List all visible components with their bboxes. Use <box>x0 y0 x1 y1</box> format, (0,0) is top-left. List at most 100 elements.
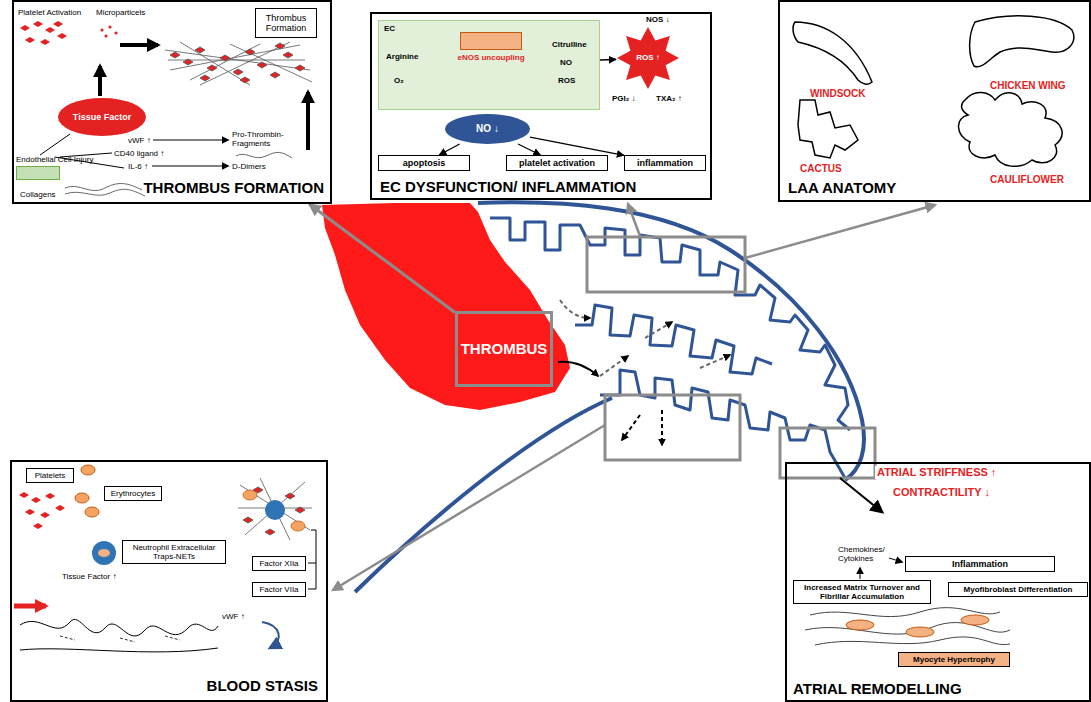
factor-box: Factor XIIa <box>252 556 306 571</box>
platelet-cluster <box>114 31 117 34</box>
label: Microparticels <box>96 8 145 17</box>
panel-title: BLOOD STASIS <box>207 677 318 694</box>
focus-box <box>605 395 740 460</box>
label: Collagens <box>20 190 56 199</box>
connector <box>600 59 616 61</box>
platelet-cluster <box>20 21 118 45</box>
thrombus-mesh <box>195 47 205 53</box>
panel-title: THROMBUS FORMATION <box>143 179 324 196</box>
panel: THROMBUS FORMATION Thrombus FormationTiss… <box>12 0 332 204</box>
fibre-tissue <box>815 637 1010 645</box>
process-box: Increased Matrix Turnover and Fibrillar … <box>793 580 931 604</box>
laa-shape <box>793 16 1074 166</box>
blood-cells <box>33 523 43 529</box>
panel: EC DYSFUNCTION/ INFLAMMATIONECeNOS uncou… <box>370 12 712 200</box>
label: PGI₂ ↓ <box>612 94 636 103</box>
clot-cluster <box>295 507 305 513</box>
blood-cells <box>31 497 41 503</box>
focus-box <box>780 428 875 478</box>
platelet-cluster <box>33 21 43 27</box>
process-arrow <box>98 66 102 96</box>
thrombus-mesh <box>165 42 312 85</box>
label: Tissue Factor ↑ <box>62 572 116 581</box>
factor-box: Factor VIIa <box>252 582 306 597</box>
box-text: NO ↓ <box>476 123 499 135</box>
flow-arrow <box>600 356 628 376</box>
platelet-cluster <box>25 37 35 43</box>
box-text: THROMBUS <box>461 340 548 357</box>
box-text: Endothelial Cell Injury <box>16 155 93 164</box>
focus-box <box>587 237 875 478</box>
process-box: Thrombus Formation <box>255 8 317 38</box>
label: O₂ <box>394 76 404 85</box>
effect-box: apoptosis <box>378 155 470 171</box>
pointer-arrow <box>333 204 935 590</box>
thrombus-box: THROMBUS <box>455 311 553 387</box>
blood-cells <box>92 541 116 565</box>
label: vWF ↑ <box>222 612 245 621</box>
laa-outline <box>355 202 864 592</box>
panel: BLOOD STASISPlateletsErythrocytesNeutrop… <box>10 460 328 702</box>
collagen-fibres <box>65 189 145 196</box>
flow-arrow <box>645 322 672 338</box>
thrombus-mesh <box>275 43 285 49</box>
blood-cells <box>19 492 29 498</box>
collagen-fibres <box>236 152 292 158</box>
remodel-arrow <box>889 558 902 562</box>
effect-box: inflammation <box>624 155 706 171</box>
clot-cluster <box>253 487 263 493</box>
focus-box <box>587 237 745 292</box>
flow-arrow <box>700 355 730 368</box>
laa-shape <box>798 100 858 158</box>
flow-arrow <box>840 478 882 512</box>
thrombus-mesh <box>200 75 210 81</box>
stasis-flow <box>20 648 218 652</box>
blood-cells <box>25 509 35 515</box>
panel-title: ATRIAL REMODELLING <box>793 680 962 697</box>
shape-name: WINDSOCK <box>810 88 866 100</box>
shape-name: CHICKEN WING <box>990 80 1066 92</box>
box-text: ROS ↑ <box>636 53 660 62</box>
factor-ellipse: Tissue Factor <box>58 98 146 136</box>
clot-cluster <box>291 521 305 531</box>
label: CD40 ligand ↑ <box>114 149 164 158</box>
box-text: Inflammation <box>952 559 1008 569</box>
platelet-cluster <box>104 34 107 37</box>
platelet-cluster <box>108 25 111 28</box>
thrombus-mesh <box>165 42 312 85</box>
pointer-arrow <box>628 204 640 236</box>
connector <box>309 204 455 313</box>
label: Pro-Thrombin-Fragments <box>232 130 298 148</box>
clot-cluster <box>265 500 285 520</box>
process-box: Inflammation <box>905 556 1055 572</box>
thrombus-mesh <box>295 65 305 71</box>
connector <box>530 137 624 155</box>
shape-name: CACTUS <box>800 163 842 175</box>
endothelial-block <box>16 166 60 180</box>
clot-cluster <box>265 529 275 535</box>
box-text: platelet activation <box>519 158 595 168</box>
box-text: Erythrocytes <box>111 489 155 498</box>
process-arrow <box>153 140 228 141</box>
laa-shape <box>958 92 1062 166</box>
thrombus-mesh <box>233 69 243 75</box>
injury-box: Endothelial Cell Injury <box>16 155 112 180</box>
blood-cells <box>85 507 99 517</box>
process-box: Myocyte Hypertrophy <box>898 652 1010 667</box>
effect-heading: ATRIAL STRIFFNESS ↑ <box>875 466 998 479</box>
stasis-flow <box>14 606 279 652</box>
blood-cells <box>40 512 50 518</box>
clot-cluster <box>243 517 253 523</box>
box-text: Myocyte Hypertrophy <box>913 655 995 664</box>
connector <box>439 144 459 155</box>
ros-star: ROS ↑ <box>616 26 680 90</box>
pointer-arrow <box>745 205 935 258</box>
trabeculae <box>575 305 772 374</box>
clot-cluster <box>238 478 312 540</box>
laa-shape <box>793 22 872 84</box>
effect-heading: CONTRACTILITY ↓ <box>893 486 990 499</box>
platelet-cluster <box>53 21 63 27</box>
thrombus-mesh <box>183 59 193 65</box>
pointer-arrow <box>333 425 605 590</box>
